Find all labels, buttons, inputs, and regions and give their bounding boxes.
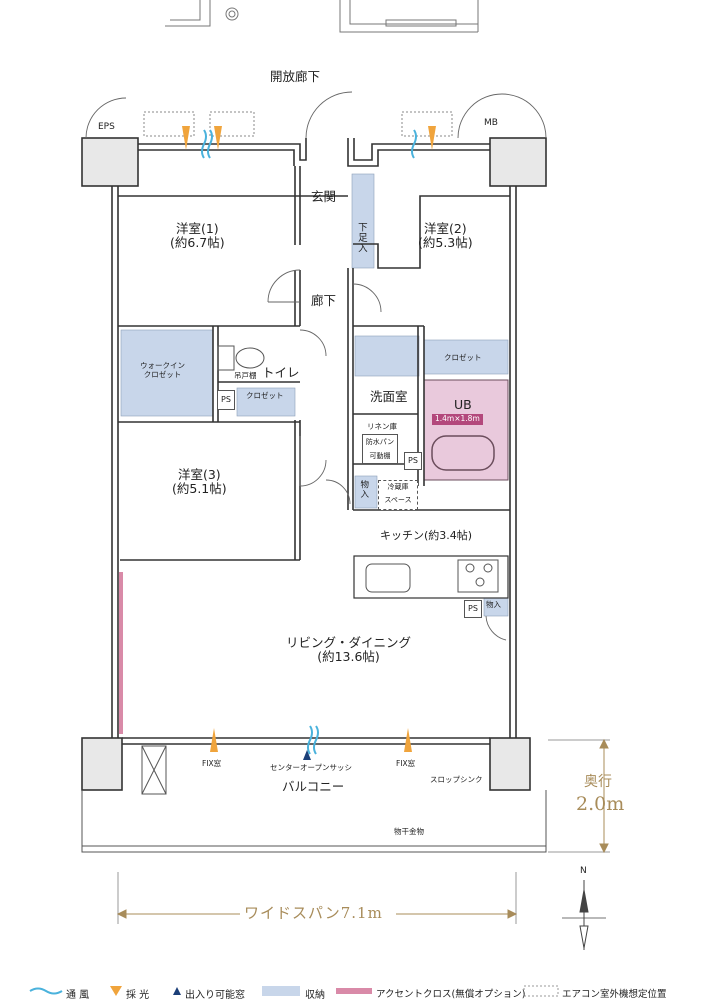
- ps-box-wash: PS: [404, 452, 422, 470]
- fridge-space-label: 冷蔵庫 スペース: [378, 480, 418, 510]
- western-room-3-name: 洋室(3): [177, 467, 221, 482]
- legend-door-window: 出入り可能窓: [185, 990, 245, 1000]
- western-room-2-name: 洋室(2): [423, 221, 467, 236]
- western-room-1-name: 洋室(1): [175, 221, 219, 236]
- closet3-fill: [236, 387, 296, 417]
- wind-marks: [201, 129, 417, 755]
- toilet-tank: [217, 345, 235, 371]
- depth-dimension: [548, 738, 610, 854]
- ub-fill: [423, 379, 509, 481]
- linen-label: リネン庫: [367, 422, 397, 431]
- storage-wash-label: 物入: [358, 480, 369, 499]
- western-room-2: 洋室(2) (約5.3帖): [418, 221, 473, 251]
- legend-ac-outdoor: エアコン室外機想定位置: [562, 989, 667, 1000]
- legend-ventilation: 通 風: [66, 990, 90, 1000]
- shoe-closet-label: 下足入: [355, 222, 367, 254]
- balcony-label: バルコニー: [282, 779, 345, 794]
- depth-value: 2.0m: [576, 793, 625, 815]
- sink: [365, 563, 411, 593]
- living-room-size: (約13.6帖): [317, 649, 380, 665]
- kitchen-label: キッチン(約3.4帖): [380, 529, 473, 542]
- walkin-closet-fill: [120, 329, 214, 417]
- corridor-label: 開放廊下: [270, 69, 321, 84]
- ub-label: UB: [454, 397, 472, 412]
- movable-shelf-label: 可動棚: [369, 452, 391, 460]
- hanging-shelf-label: 吊戸棚: [234, 371, 257, 380]
- western-room-3: 洋室(3) (約5.1帖): [172, 467, 227, 497]
- north-label: N: [580, 866, 587, 876]
- washbasin-fill: [354, 335, 420, 377]
- daylight-marks: [182, 126, 436, 752]
- western-room-1-size: (約6.7帖): [170, 235, 225, 251]
- eps-label: EPS: [98, 122, 115, 132]
- ps-box-kitchen: PS: [464, 600, 482, 618]
- fix-window-left-label: FIX窓: [202, 759, 222, 768]
- wide-span-dimension: [116, 872, 518, 924]
- storage-kitchen-label: 物入: [486, 600, 501, 609]
- storage-wash-fill: [354, 475, 378, 509]
- legend-storage: 収納: [305, 990, 325, 1000]
- waterproof-pan-label: 防水パン: [365, 438, 395, 446]
- ub-size-badge: 1.4m×1.8m: [432, 414, 483, 425]
- door-window-mark: [303, 750, 311, 760]
- hallway-label: 廊下: [311, 293, 337, 308]
- drying-hardware-label: 物干金物: [394, 827, 424, 836]
- legend-swatches: [29, 985, 559, 997]
- toilet-label: トイレ: [262, 365, 300, 380]
- living-room-name: リビング・ダイニング: [286, 635, 412, 650]
- kitchen-counter: [353, 555, 509, 599]
- stove: [457, 559, 499, 593]
- western-room-3-size: (約5.1帖): [172, 481, 227, 497]
- western-room-1: 洋室(1) (約6.7帖): [170, 221, 225, 251]
- closet-label-2: クロゼット: [444, 353, 482, 362]
- ps-box-toilet: PS: [217, 390, 235, 410]
- entrance-label: 玄関: [311, 189, 337, 204]
- walkin-closet-label: ウォークイン クロゼット: [140, 361, 185, 379]
- bathtub: [431, 435, 495, 471]
- depth-label: 奥行: [584, 774, 612, 790]
- walls: [81, 137, 547, 791]
- doors: [85, 91, 547, 641]
- center-sash-label: センターオープンサッシ: [270, 763, 353, 772]
- toilet-bowl: [235, 347, 265, 369]
- compass-icon: [562, 880, 606, 950]
- living-room: リビング・ダイニング (約13.6帖): [286, 635, 412, 665]
- ac-outdoor-positions: [143, 111, 453, 137]
- waterproof-pan-box: 防水パン 可動棚: [362, 434, 398, 464]
- mb-label: MB: [484, 118, 498, 128]
- wide-span-label: ワイドスパン7.1m: [244, 904, 383, 922]
- western-room-2-size: (約5.3帖): [418, 235, 473, 251]
- legend-daylight: 採 光: [126, 990, 150, 1000]
- closet-label-3: クロゼット: [246, 391, 284, 400]
- fix-window-right-label: FIX窓: [396, 759, 416, 768]
- washroom-label: 洗面室: [370, 389, 408, 404]
- balcony-rail: [81, 745, 547, 853]
- legend-accent-cloth: アクセントクロス(無償オプション): [376, 989, 526, 1000]
- closet2-fill: [423, 339, 509, 375]
- upper-unit-fragment: [165, 0, 479, 33]
- slop-sink-label: スロップシンク: [430, 775, 483, 784]
